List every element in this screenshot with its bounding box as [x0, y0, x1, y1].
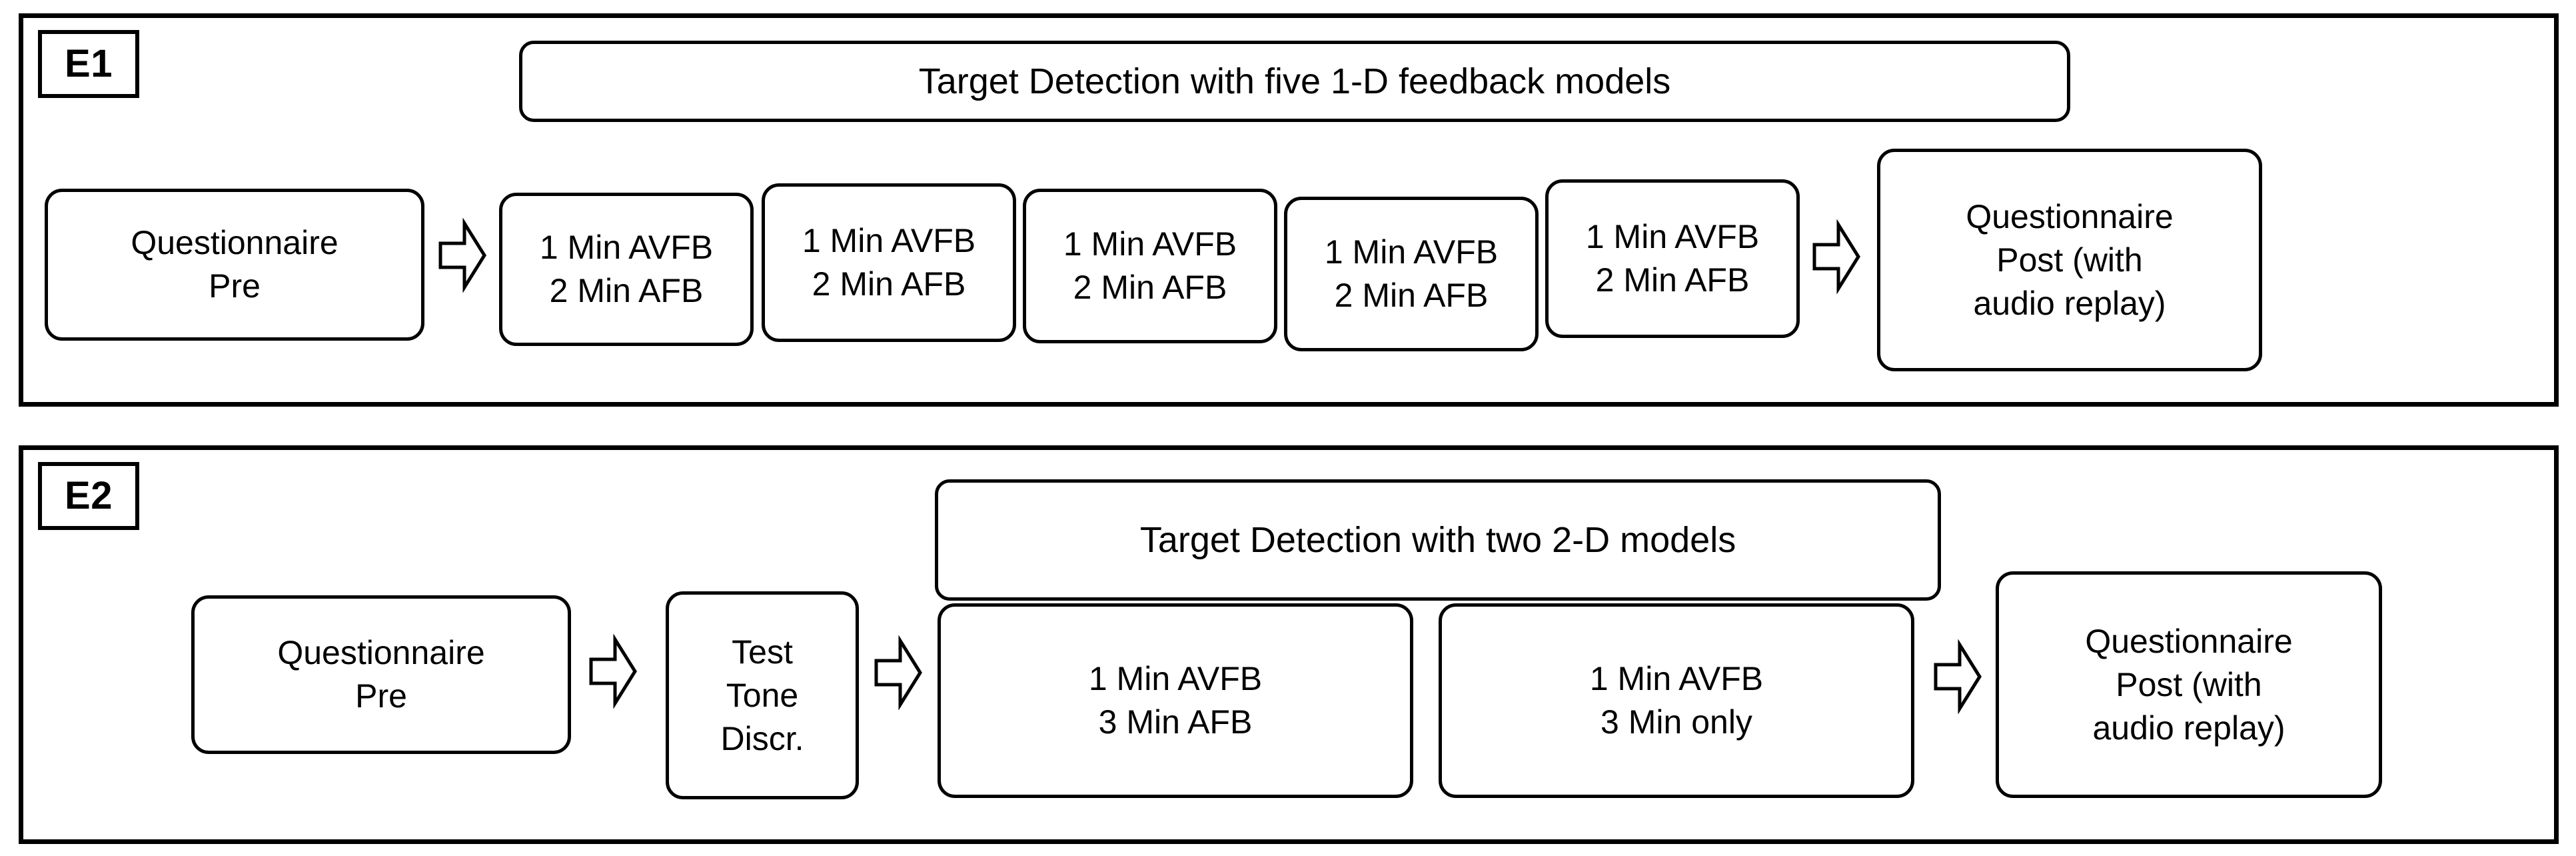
e1-post-line-3: audio replay)	[1973, 284, 2166, 322]
e1-b3-line-2: 2 Min AFB	[1073, 269, 1227, 306]
e1-arrow-2-icon	[1812, 219, 1861, 294]
e1-node-block-1: 1 Min AVFB 2 Min AFB	[499, 193, 754, 346]
e1-arrow-1-icon	[438, 218, 487, 293]
e1-node-block-3: 1 Min AVFB 2 Min AFB	[1023, 189, 1277, 343]
e2-tone-line-3: Discr.	[720, 719, 804, 757]
experiment-label-e2: E2	[38, 462, 139, 530]
e2-node-questionnaire-pre: Questionnaire Pre	[191, 595, 571, 754]
e1-post-line-2: Post (with	[1996, 241, 2143, 279]
e2-tone-line-1: Test	[732, 633, 793, 671]
e1-post-line-1: Questionnaire	[1966, 197, 2174, 235]
e1-banner-label: Target Detection with five 1-D feedback …	[918, 61, 1671, 101]
e1-banner-target-detection: Target Detection with five 1-D feedback …	[519, 41, 2070, 122]
e2-node-block-1: 1 Min AVFB 3 Min AFB	[938, 603, 1413, 798]
e1-b5-line-1: 1 Min AVFB	[1585, 218, 1760, 255]
experiment-panel-e1: E1 Target Detection with five 1-D feedba…	[19, 13, 2559, 407]
e2-tone-line-2: Tone	[726, 676, 799, 714]
e1-b1-line-1: 1 Min AVFB	[539, 229, 714, 266]
e1-b4-line-1: 1 Min AVFB	[1324, 233, 1499, 271]
e2-post-line-3: audio replay)	[2092, 709, 2285, 747]
e2-banner-label: Target Detection with two 2-D models	[1139, 519, 1736, 560]
e1-node-block-4: 1 Min AVFB 2 Min AFB	[1284, 197, 1539, 351]
e2-b2-line-2: 3 Min only	[1601, 703, 1752, 741]
e2-arrow-3-icon	[1933, 639, 1982, 714]
e1-b1-line-2: 2 Min AFB	[549, 272, 704, 309]
e1-node-questionnaire-post: Questionnaire Post (with audio replay)	[1877, 149, 2262, 371]
e1-node-block-2: 1 Min AVFB 2 Min AFB	[762, 183, 1016, 342]
e2-pre-line-2: Pre	[355, 677, 407, 715]
e2-post-line-1: Questionnaire	[2085, 622, 2293, 660]
e2-arrow-2-icon	[874, 635, 923, 710]
e2-arrow-1-icon	[588, 634, 638, 709]
e2-b1-line-1: 1 Min AVFB	[1088, 660, 1263, 697]
e1-pre-line-1: Questionnaire	[131, 224, 338, 261]
e2-node-block-2: 1 Min AVFB 3 Min only	[1439, 603, 1914, 798]
e2-b1-line-2: 3 Min AFB	[1098, 703, 1253, 741]
experiment-label-e1: E1	[38, 30, 139, 98]
e1-node-block-5: 1 Min AVFB 2 Min AFB	[1545, 179, 1800, 338]
e1-b5-line-2: 2 Min AFB	[1595, 261, 1750, 299]
e2-banner-target-detection: Target Detection with two 2-D models	[935, 479, 1941, 601]
e2-node-questionnaire-post: Questionnaire Post (with audio replay)	[1996, 571, 2382, 798]
e1-b2-line-1: 1 Min AVFB	[802, 222, 976, 259]
e1-b3-line-1: 1 Min AVFB	[1063, 225, 1237, 263]
e2-pre-line-1: Questionnaire	[277, 634, 485, 671]
e1-b2-line-2: 2 Min AFB	[812, 265, 966, 303]
e1-pre-line-2: Pre	[209, 267, 261, 305]
e1-node-questionnaire-pre: Questionnaire Pre	[45, 189, 424, 341]
e2-b2-line-1: 1 Min AVFB	[1589, 660, 1764, 697]
e1-b4-line-2: 2 Min AFB	[1334, 277, 1489, 314]
e2-post-line-2: Post (with	[2116, 665, 2262, 703]
e2-node-test-tone-discr: Test Tone Discr.	[666, 591, 859, 799]
experiment-panel-e2: E2 Target Detection with two 2-D models …	[19, 445, 2559, 844]
